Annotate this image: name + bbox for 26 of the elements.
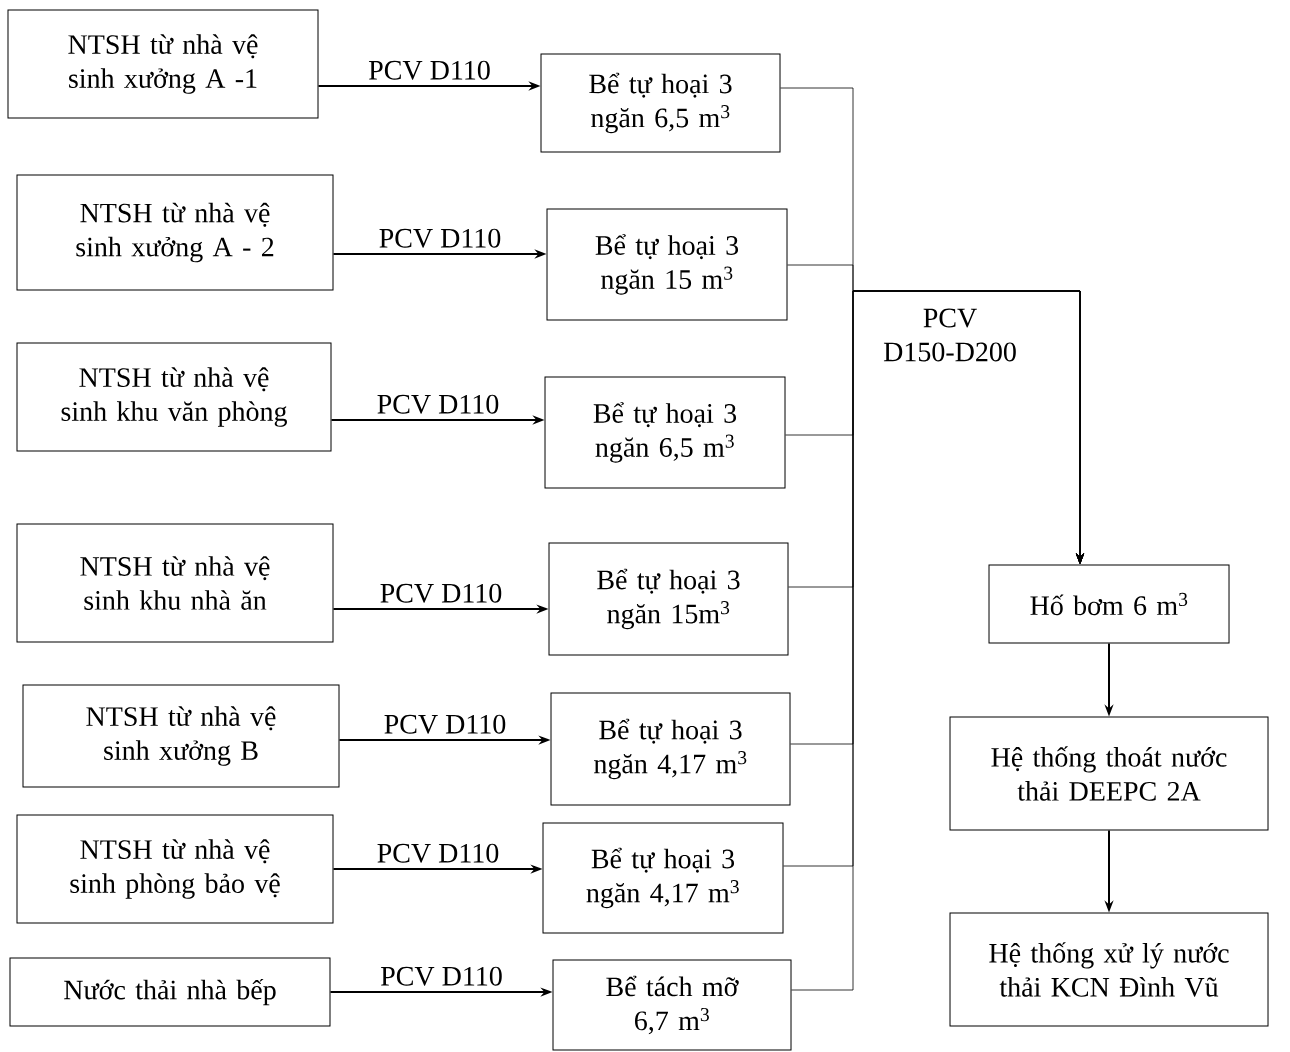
tank-box: Bể tự hoại 3 ngăn 15m$^{3}$	[548, 542, 789, 656]
tank-box: Bể tự hoại 3 ngăn 4,17 m$^{3}$	[542, 822, 784, 934]
process-box: Hệ thống thoát nước thải DEEPC 2A	[949, 716, 1269, 831]
tank-box: Bể tự hoại 3 ngăn 6,5 m$^{3}$	[544, 376, 786, 489]
tank-box: Bể tách mỡ 6,7 m$^{3}$	[552, 959, 792, 1051]
edge-label: PCV D110	[381, 966, 502, 986]
edge-label: PCV D110	[369, 60, 490, 80]
tank-box: Bể tự hoại 3 ngăn 6,5 m$^{3}$	[540, 53, 781, 153]
edge-label: PCV D110	[377, 394, 499, 414]
arrow	[791, 290, 1084, 991]
source-box: NTSH từ nhà vệ sinh khu văn phòng	[16, 342, 332, 452]
source-box: NTSH từ nhà vệ sinh phòng bảo vệ	[16, 814, 334, 924]
source-box: NTSH từ nhà vệ sinh xưởng B	[22, 684, 340, 788]
tank-box: Bể tự hoại 3 ngăn 4,17 m$^{3}$	[550, 692, 791, 806]
source-box: NTSH từ nhà vệ sinh xưởng A - 2	[16, 174, 334, 291]
pipe-label: PCV D150-D200	[883, 308, 1016, 362]
edge-label: PCV D110	[379, 228, 501, 248]
edge-label: PCV D110	[380, 583, 502, 603]
edge-label: PCV D110	[377, 843, 499, 863]
edge-label: PCV D110	[384, 714, 506, 734]
process-box: Hệ thống xử lý nước thải KCN Đình Vũ	[949, 912, 1269, 1027]
source-box: NTSH từ nhà vệ sinh xưởng A -1	[7, 9, 319, 119]
source-box: Nước thải nhà bếp	[9, 957, 331, 1027]
process-box: Hố bơm 6 m$^{3}$	[988, 564, 1230, 644]
tank-box: Bể tự hoại 3 ngăn 15 m$^{3}$	[546, 208, 788, 321]
source-box: NTSH từ nhà vệ sinh khu nhà ăn	[16, 523, 334, 643]
